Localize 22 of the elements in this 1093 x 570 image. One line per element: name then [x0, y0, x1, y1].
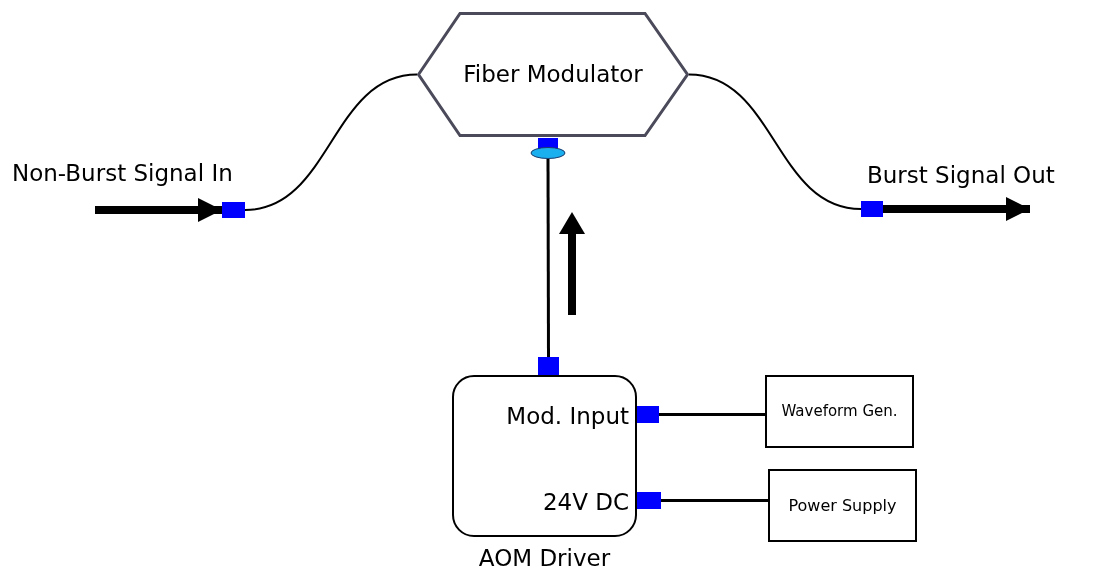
connector-port	[538, 357, 559, 375]
connector-port	[637, 492, 661, 509]
port-label: 24V DC	[542, 488, 629, 517]
node-label: Waveform Gen.	[781, 401, 898, 423]
connector-port	[637, 406, 659, 423]
cable-line	[661, 499, 768, 502]
signal-label: Burst Signal Out	[867, 161, 1055, 190]
connector-port	[861, 201, 883, 217]
node-label: Power Supply	[788, 494, 897, 517]
cable-line	[688, 73, 862, 210]
device-title: AOM Driver	[478, 544, 611, 570]
node-label: Fiber Modulator	[463, 60, 643, 90]
cable-line	[546, 159, 550, 357]
port-label: Mod. Input	[506, 402, 629, 431]
device-box	[768, 469, 917, 542]
cable-line	[659, 413, 765, 416]
cable-line	[244, 73, 418, 211]
device-box	[765, 375, 914, 448]
signal-label: Non-Burst Signal In	[12, 159, 233, 188]
modulator-hexagon	[417, 12, 689, 137]
connector-port	[222, 202, 245, 218]
connector-port	[530, 138, 566, 159]
